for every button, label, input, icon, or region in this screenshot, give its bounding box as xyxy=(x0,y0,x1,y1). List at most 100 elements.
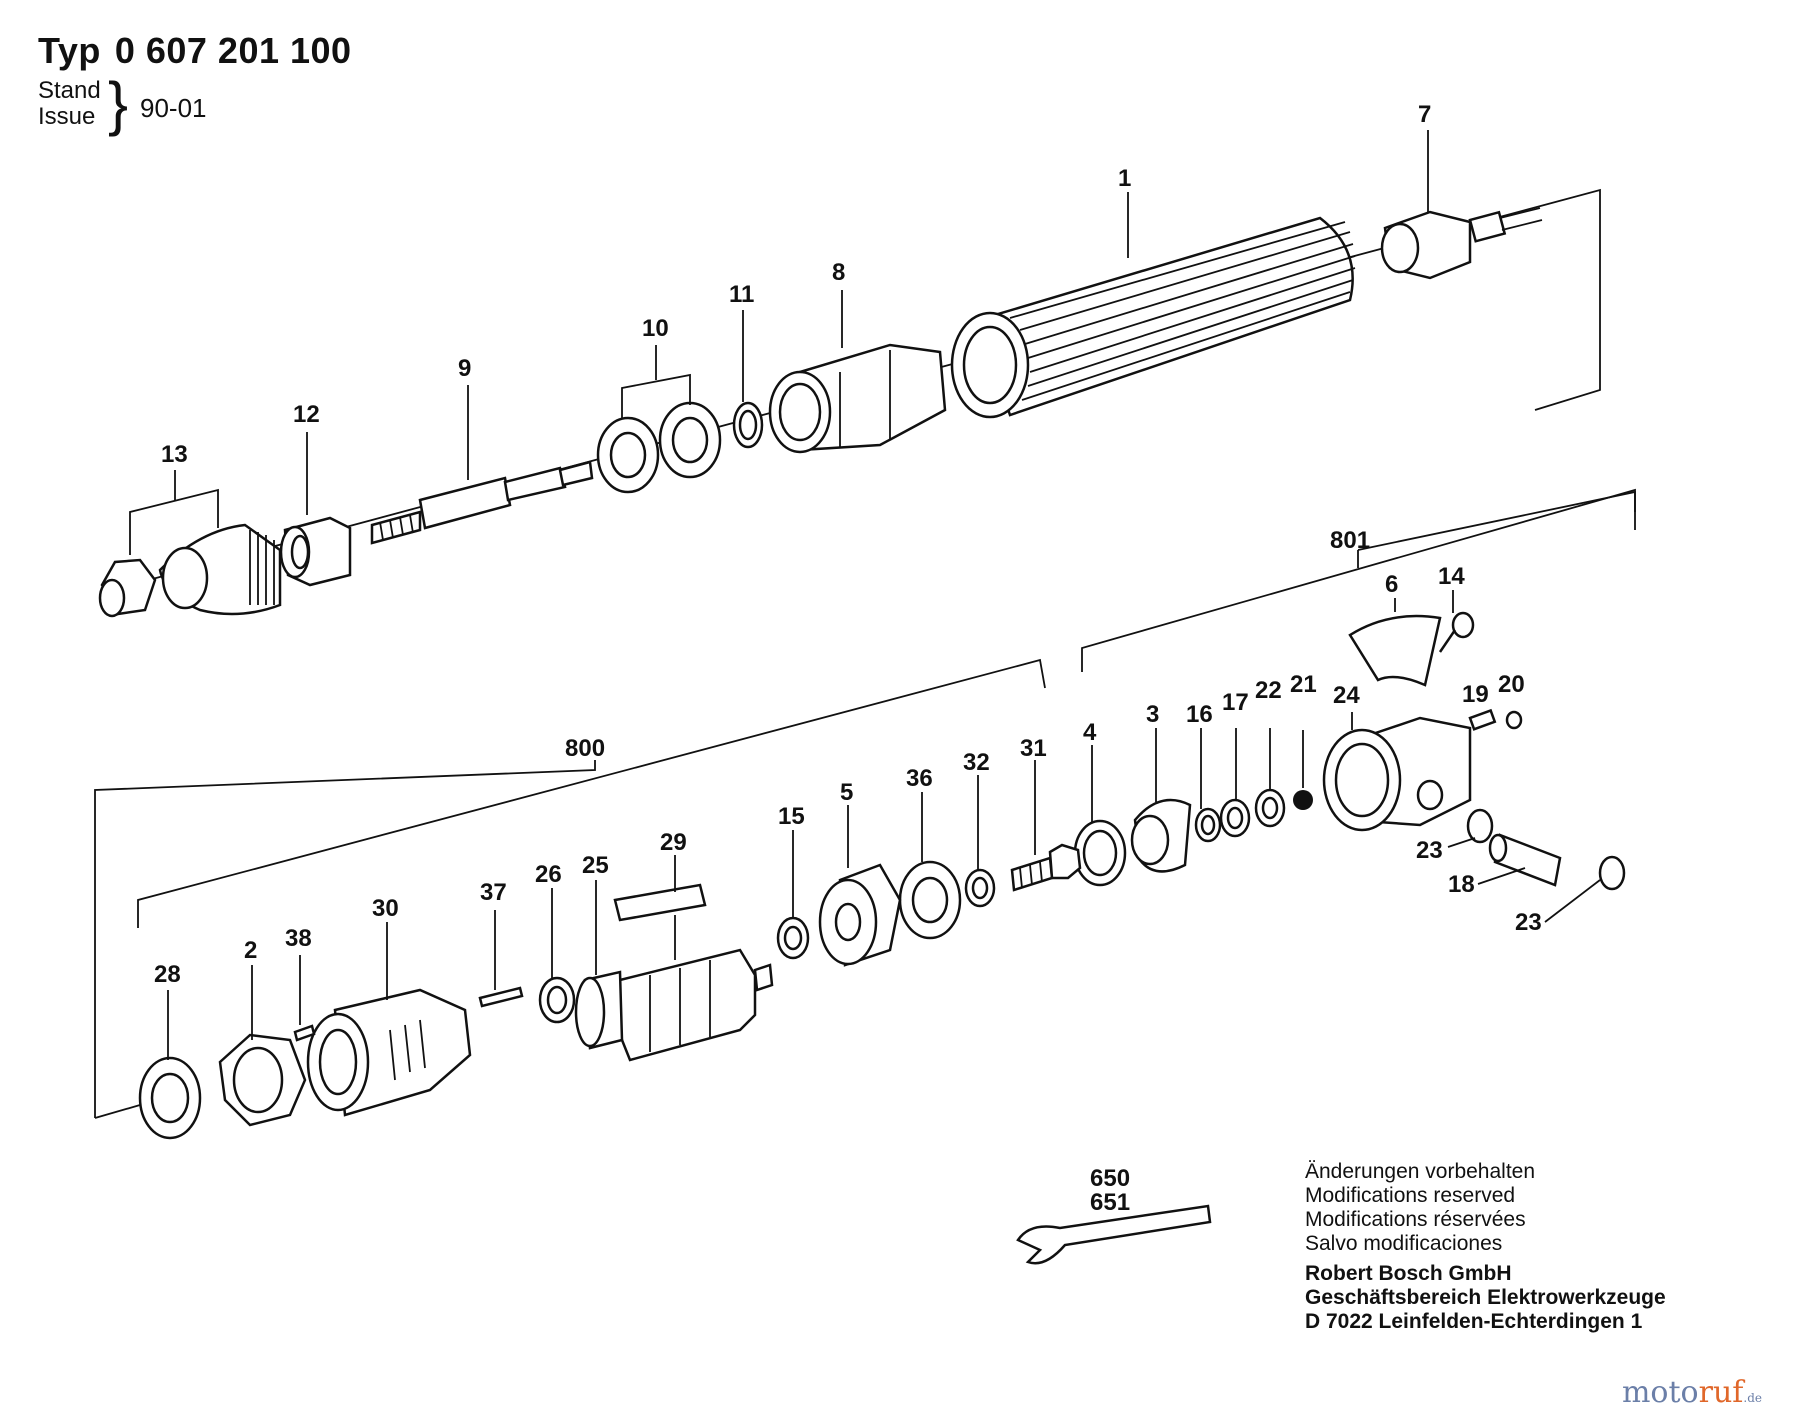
callout-38: 38 xyxy=(285,925,312,952)
watermark-logo: motoruf.de xyxy=(1621,1375,1762,1410)
callout-21: 21 xyxy=(1290,671,1317,698)
company-line: Geschäftsbereich Elektrowerkzeuge xyxy=(1305,1286,1666,1309)
callout-37: 37 xyxy=(480,879,507,906)
callout-36: 36 xyxy=(906,765,933,792)
part-17-washer xyxy=(1219,798,1251,838)
part-29-brushes xyxy=(613,883,707,922)
part-23-ring-lower xyxy=(1598,855,1626,891)
callout-650: 650 xyxy=(1090,1165,1130,1192)
callout-9: 9 xyxy=(458,355,471,382)
callout-11: 11 xyxy=(729,281,754,308)
callout-30: 30 xyxy=(372,895,399,922)
note-line: Änderungen vorbehalten xyxy=(1305,1160,1536,1183)
callout-6: 6 xyxy=(1385,571,1398,598)
part-4-ring xyxy=(1073,819,1127,887)
stand-label: Stand xyxy=(38,77,101,104)
callout-7: 7 xyxy=(1418,101,1431,128)
part-23-ring-upper xyxy=(1466,808,1494,844)
company-address: Robert Bosch GmbH Geschäftsbereich Elekt… xyxy=(1305,1262,1666,1334)
part-26-ring xyxy=(538,976,576,1024)
callout-24: 24 xyxy=(1333,682,1360,709)
note-line: Modifications réservées xyxy=(1305,1208,1526,1231)
part-650-651-wrench-icon xyxy=(1016,1204,1212,1265)
callout-18: 18 xyxy=(1448,871,1475,898)
callout-1: 1 xyxy=(1118,165,1131,192)
part-32-washer xyxy=(964,868,996,908)
part-9-spindle xyxy=(370,460,594,545)
typ-label: Typ xyxy=(38,30,101,71)
callout-19: 19 xyxy=(1462,681,1489,708)
callout-25: 25 xyxy=(582,852,609,879)
part-25-rotor xyxy=(574,948,774,1062)
issue-label: Issue xyxy=(38,103,96,130)
group-800-frame-left xyxy=(94,760,596,1118)
group-800-bracket xyxy=(137,658,1046,928)
callout-3: 3 xyxy=(1146,701,1159,728)
part-23a-leader xyxy=(1447,837,1476,848)
part-12-sleeve xyxy=(279,516,352,587)
modification-notes: Änderungen vorbehalten Modifications res… xyxy=(1305,1160,1535,1256)
part-37-pin xyxy=(478,986,524,1008)
callout-20: 20 xyxy=(1498,671,1525,698)
part-36-bearing xyxy=(898,860,962,940)
part-14-screw xyxy=(1438,611,1475,653)
part-1-ribbed-handle xyxy=(950,216,1356,419)
callout-13: 13 xyxy=(161,441,188,468)
part-2-nut xyxy=(218,1033,307,1127)
part-8-housing-sleeve xyxy=(768,343,947,454)
callout-4: 4 xyxy=(1083,719,1097,746)
callout-26: 26 xyxy=(535,861,562,888)
part-10-bracket xyxy=(621,373,691,418)
part-23b-leader xyxy=(1544,879,1601,923)
part-16-washer xyxy=(1194,807,1222,843)
callout-10: 10 xyxy=(642,315,669,342)
group-801-bracket-right xyxy=(1357,490,1636,568)
group-800-frame-bottom xyxy=(94,1104,141,1119)
callout-17: 17 xyxy=(1222,689,1249,716)
callout-5: 5 xyxy=(840,779,853,806)
part-31-screw xyxy=(1010,843,1082,892)
part-7-end-fitting xyxy=(1380,207,1543,280)
part-code: 0 607 201 100 xyxy=(114,30,352,71)
callout-23-lower: 23 xyxy=(1515,909,1542,936)
callout-29: 29 xyxy=(660,829,687,856)
part-11-snap-ring xyxy=(732,401,764,449)
part-18-leader xyxy=(1477,867,1526,885)
brace-icon: } xyxy=(108,70,129,137)
callout-23-upper: 23 xyxy=(1416,837,1443,864)
part-38-pin xyxy=(293,1024,316,1042)
callout-15: 15 xyxy=(778,803,805,830)
part-6-plate xyxy=(1348,614,1442,687)
part-28-bearing xyxy=(138,1056,202,1140)
callout-8: 8 xyxy=(832,259,845,286)
part-18-shaft xyxy=(1488,833,1562,887)
part-21-ball xyxy=(1293,790,1313,810)
stand-value: 90-01 xyxy=(140,93,207,123)
part-3-gear xyxy=(1130,798,1192,873)
note-line: Modifications reserved xyxy=(1305,1184,1516,1207)
part-19-pin xyxy=(1468,708,1497,731)
part-13-bracket xyxy=(129,488,219,555)
document-title: Typ 0 607 201 100 xyxy=(38,30,352,72)
note-line: Salvo modificaciones xyxy=(1305,1232,1503,1255)
callout-32: 32 xyxy=(963,749,990,776)
callout-22: 22 xyxy=(1255,677,1282,704)
company-line: D 7022 Leinfelden-Echterdingen 1 xyxy=(1305,1310,1643,1333)
callout-800: 800 xyxy=(565,735,605,762)
callout-801: 801 xyxy=(1330,527,1370,554)
callout-28: 28 xyxy=(154,961,181,988)
part-15-ring xyxy=(776,916,810,960)
callout-2: 2 xyxy=(244,937,257,964)
callout-31: 31 xyxy=(1020,735,1047,762)
callout-651: 651 xyxy=(1090,1189,1130,1216)
part-5-disc xyxy=(818,863,902,967)
part-10-bearings xyxy=(596,401,722,494)
part-13-collet-nut xyxy=(98,523,282,618)
part-30-stator-housing xyxy=(306,988,472,1117)
part-24-gear-housing xyxy=(1322,716,1472,832)
company-line: Robert Bosch GmbH xyxy=(1305,1262,1512,1285)
part-20-pin xyxy=(1505,710,1523,730)
stand-issue-labels: Stand Issue xyxy=(38,78,101,130)
callout-14: 14 xyxy=(1438,563,1465,590)
callout-12: 12 xyxy=(293,401,320,428)
